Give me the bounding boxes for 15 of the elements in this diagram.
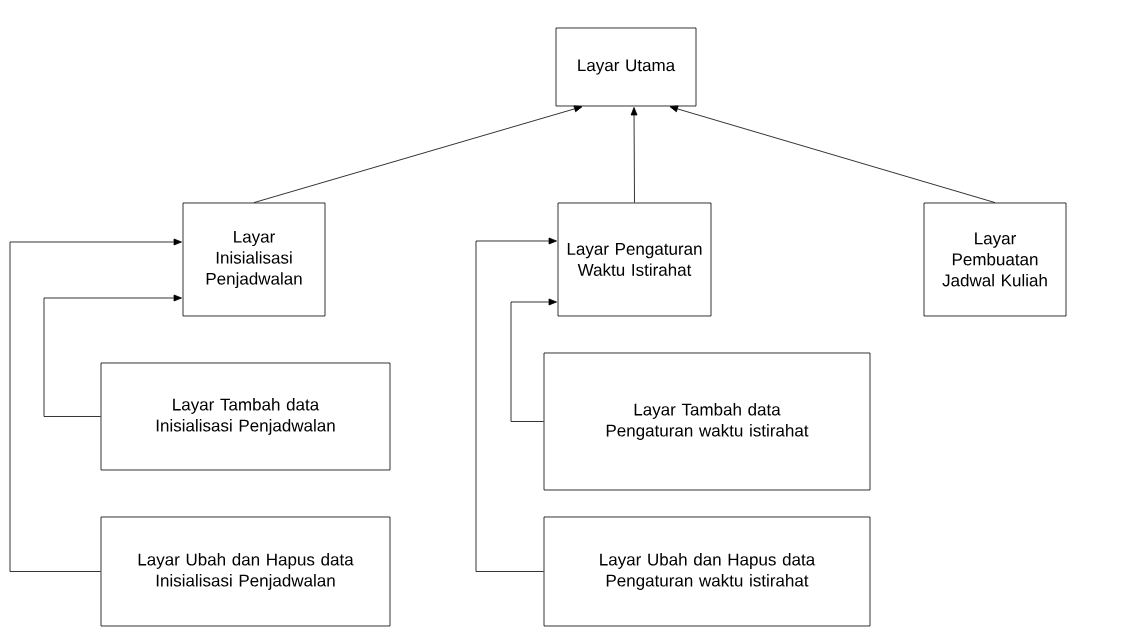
screen-box: Layar Inisialisasi Penjadwalan — [182, 202, 326, 317]
screen-box: Layar Tambah data Pengaturan waktu istirahat — [543, 352, 871, 491]
screen-box: Layar Utama — [555, 27, 697, 107]
arrow — [510, 298, 557, 422]
arrow — [475, 237, 557, 572]
arrow — [253, 105, 583, 203]
arrow — [669, 105, 996, 203]
screen-box: Layar Pembuatan Jadwal Kuliah — [923, 202, 1067, 317]
screen-box: Layar Tambah data Inisialisasi Penjadwalan — [100, 362, 391, 471]
arrow — [9, 238, 182, 572]
arrow — [630, 107, 638, 203]
screen-box: Layar Pengaturan Waktu Istirahat — [557, 202, 712, 317]
screen-box: Layar Ubah dan Hapus data Pengaturan waktu istirahat — [543, 516, 871, 627]
screen-box: Layar Ubah dan Hapus data Inisialisasi Penjadwalan — [100, 516, 391, 627]
arrow — [43, 294, 182, 417]
